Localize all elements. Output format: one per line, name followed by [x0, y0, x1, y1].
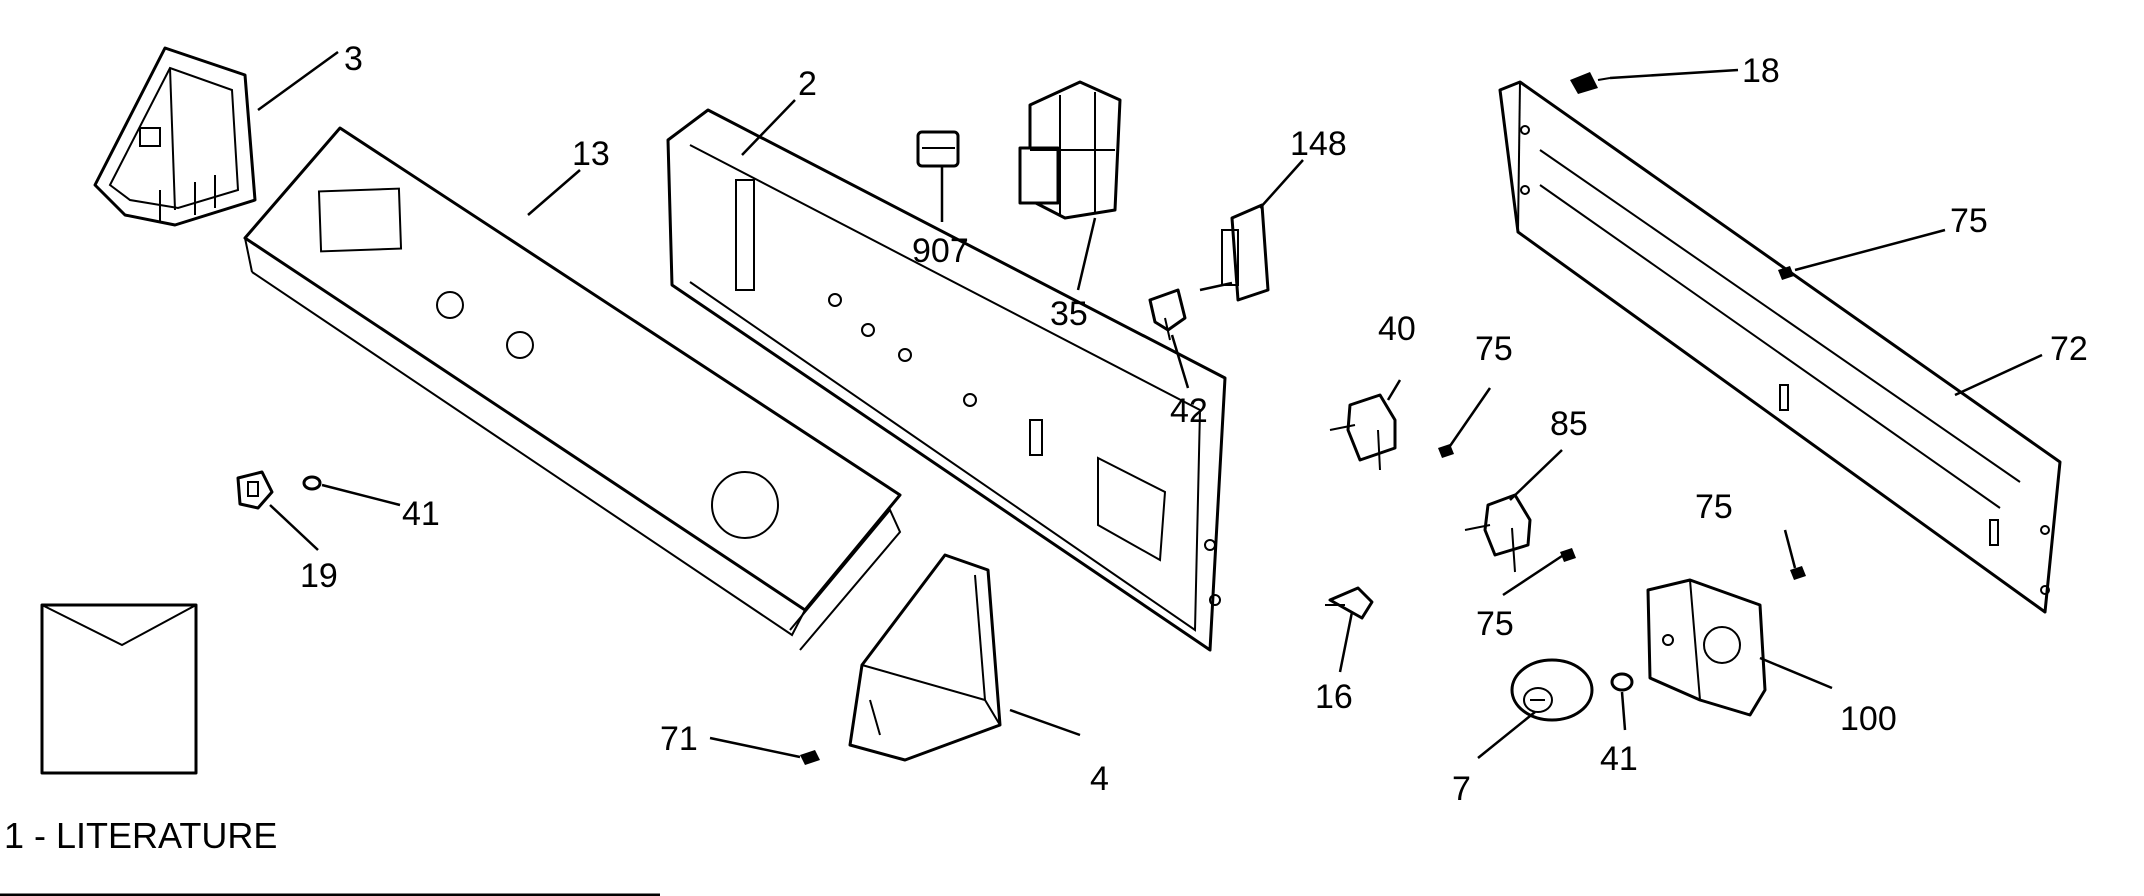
callout-19: 19 [300, 557, 338, 595]
callout-85: 85 [1550, 405, 1588, 443]
part-42-clip [1148, 288, 1187, 341]
part-19-button [236, 470, 274, 510]
leader-lines [257, 50, 2043, 759]
part-100-timer [1646, 578, 1767, 717]
screw-75-right [1790, 566, 1806, 580]
screw-75-left [1438, 444, 1454, 458]
callout-41-right: 41 [1600, 740, 1638, 778]
part-4-right-end-cap [848, 553, 1002, 762]
callout-41-left: 41 [402, 495, 440, 533]
callout-18: 18 [1742, 52, 1780, 90]
literature-label: 1 - LITERATURE [4, 815, 277, 856]
part-16-clip [1325, 586, 1374, 620]
part-907-clip [916, 130, 960, 168]
callout-3: 3 [344, 40, 363, 78]
callout-100: 100 [1840, 700, 1897, 738]
callout-907: 907 [912, 232, 969, 270]
screw-71 [800, 750, 820, 765]
screw-75-upper [1778, 266, 1794, 280]
part-85-switch [1464, 493, 1532, 573]
callout-4: 4 [1090, 760, 1109, 798]
part-13-control-panel [243, 126, 902, 651]
callout-13: 13 [572, 135, 610, 173]
callout-75-right: 75 [1695, 488, 1733, 526]
callout-72: 72 [2050, 330, 2088, 368]
callout-35: 35 [1050, 295, 1088, 333]
callout-75-mid: 75 [1476, 605, 1514, 643]
part-148-bracket [1221, 203, 1270, 302]
spring-41-right [1610, 672, 1634, 692]
spring-41-left [302, 475, 322, 491]
callout-148: 148 [1290, 125, 1347, 163]
part-40-switch [1329, 393, 1397, 471]
callout-labels: 3 2 13 907 35 148 42 18 75 72 40 75 85 7… [300, 40, 2088, 808]
part-2-console-panel [666, 108, 1227, 652]
part-18-screw [1570, 72, 1611, 94]
callout-7: 7 [1452, 770, 1471, 808]
callout-40: 40 [1378, 310, 1416, 348]
part-7-knob [1510, 658, 1594, 722]
callout-42: 42 [1170, 392, 1208, 430]
callout-16: 16 [1315, 678, 1353, 716]
literature-envelope-icon [40, 603, 198, 775]
part-35-switch-assembly [1018, 80, 1122, 220]
callout-71: 71 [660, 720, 698, 758]
callout-2: 2 [798, 65, 817, 103]
callout-75-left: 75 [1475, 330, 1513, 368]
part-3-left-end-cap [93, 46, 257, 227]
callout-75-upper: 75 [1950, 202, 1988, 240]
screw-75-mid [1560, 548, 1576, 562]
part-72-rear-panel [1498, 80, 2062, 614]
